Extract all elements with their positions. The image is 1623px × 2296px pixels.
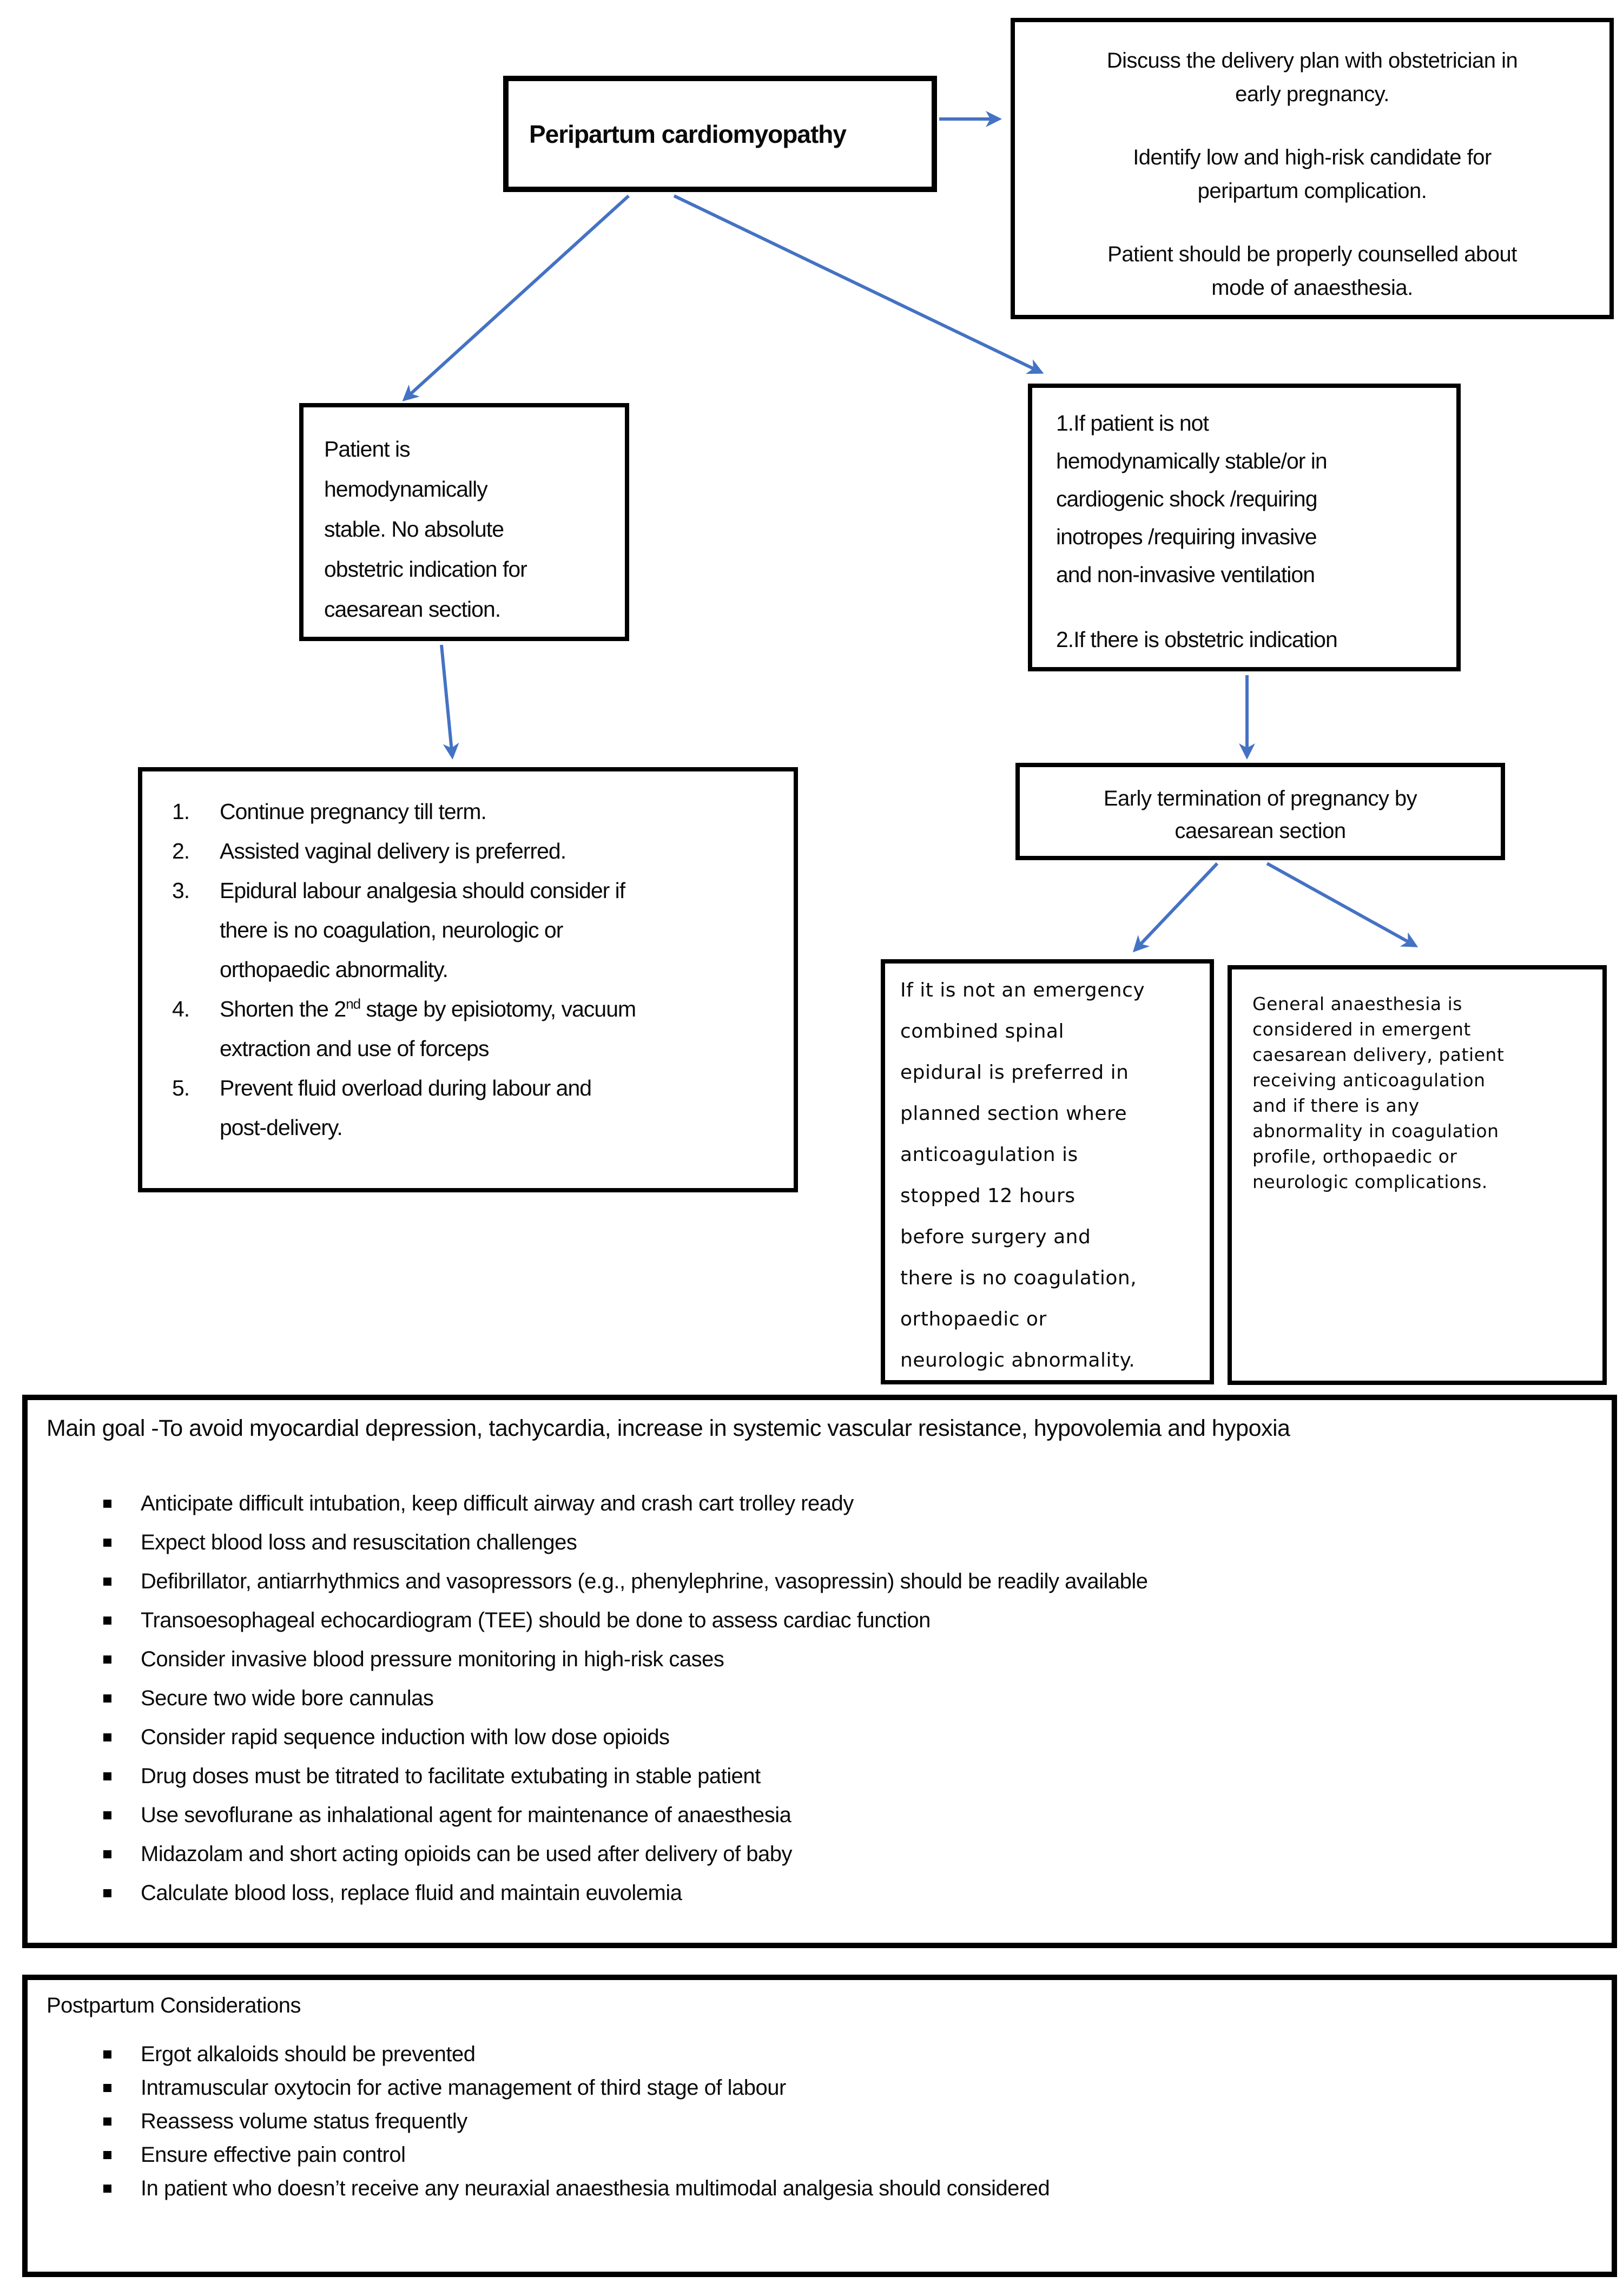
list-item-text: Shorten the 2nd stage by episiotomy, vac… <box>220 989 777 1068</box>
list-item-text: Continue pregnancy till term. <box>220 799 487 824</box>
square-bullet-icon <box>103 1694 111 1703</box>
list-item-text: Prevent fluid overload during labour and… <box>220 1076 592 1140</box>
bullet-item: Intramuscular oxytocin for active manage… <box>28 2076 1612 2100</box>
square-bullet-icon <box>103 2084 111 2092</box>
bullet-item: Calculate blood loss, replace fluid and … <box>28 1881 1612 1905</box>
bullet-item: Midazolam and short acting opioids can b… <box>28 1842 1612 1866</box>
list-item-number: 3. <box>172 878 190 903</box>
square-bullet-icon <box>103 2117 111 2126</box>
bullet-item: Consider rapid sequence induction with l… <box>28 1725 1612 1750</box>
list-item: 2. Assisted vaginal delivery is preferre… <box>172 832 777 871</box>
square-bullet-icon <box>103 1850 111 1858</box>
postpartum-panel: Postpartum Considerations Ergot alkaloid… <box>22 1975 1617 2277</box>
postpartum-heading: Postpartum Considerations <box>47 1994 301 2017</box>
bullet-item: Reassess volume status frequently <box>28 2109 1612 2134</box>
plan-paragraph: Patient should be properly counselled ab… <box>1107 242 1517 300</box>
list-item-text: Epidural labour analgesia should conside… <box>220 878 625 982</box>
main-goal-panel: Main goal -To avoid myocardial depressio… <box>22 1395 1617 1948</box>
unstable-item-2: 2.If there is obstetric indication <box>1056 627 1338 652</box>
list-item-number: 5. <box>172 1076 190 1100</box>
square-bullet-icon <box>103 1811 111 1819</box>
arrow-title-to-unstable <box>673 194 1044 374</box>
list-item-number: 4. <box>172 997 190 1021</box>
list-item: 3. Epidural labour analgesia should cons… <box>172 871 777 989</box>
square-bullet-icon <box>103 1655 111 1664</box>
square-bullet-icon <box>103 1772 111 1780</box>
main-goal-bullet-list: Anticipate difficult intubation, keep di… <box>28 1492 1612 1905</box>
list-item-line: extraction and use of forceps <box>220 1036 489 1061</box>
node-vaginal-delivery-plan: 1. Continue pregnancy till term. 2. Assi… <box>138 767 798 1192</box>
arrow-stable-to-vaginal-plan <box>440 644 459 760</box>
superscript-nd: nd <box>346 995 361 1012</box>
bullet-item: Secure two wide bore cannulas <box>28 1686 1612 1711</box>
postpartum-bullet-list: Ergot alkaloids should be prevented Intr… <box>28 2042 1612 2201</box>
arrow-termination-to-ga <box>1266 862 1419 947</box>
node-peripartum-cardiomyopathy: Peripartum cardiomyopathy <box>503 76 937 192</box>
list-item: 5. Prevent fluid overload during labour … <box>172 1068 777 1147</box>
bullet-item: Use sevoflurane as inhalational agent fo… <box>28 1803 1612 1827</box>
square-bullet-icon <box>103 2185 111 2193</box>
node-delivery-plan: Discuss the delivery plan with obstetric… <box>1011 18 1614 319</box>
square-bullet-icon <box>103 1578 111 1586</box>
square-bullet-icon <box>103 2151 111 2159</box>
node-title-label: Peripartum cardiomyopathy <box>529 120 847 148</box>
main-goal-heading: Main goal -To avoid myocardial depressio… <box>47 1415 1290 1441</box>
list-item-text: Assisted vaginal delivery is preferred. <box>220 839 566 863</box>
bullet-item: Ergot alkaloids should be prevented <box>28 2042 1612 2067</box>
square-bullet-icon <box>103 2050 111 2059</box>
bullet-item: Expect blood loss and resuscitation chal… <box>28 1530 1612 1555</box>
bullet-item: Anticipate difficult intubation, keep di… <box>28 1492 1612 1516</box>
square-bullet-icon <box>103 1733 111 1741</box>
square-bullet-icon <box>103 1889 111 1897</box>
arrow-title-to-stable <box>402 194 630 402</box>
list-item-line: Shorten the 2nd stage by episiotomy, vac… <box>220 995 636 1021</box>
bullet-item: Ensure effective pain control <box>28 2143 1612 2167</box>
bullet-item: Consider invasive blood pressure monitor… <box>28 1647 1612 1672</box>
list-item: 1. Continue pregnancy till term. <box>172 792 777 832</box>
bullet-item: Drug doses must be titrated to facilitat… <box>28 1764 1612 1789</box>
bullet-item: In patient who doesn’t receive any neura… <box>28 2176 1612 2201</box>
square-bullet-icon <box>103 1539 111 1547</box>
plan-paragraph: Discuss the delivery plan with obstetric… <box>1106 49 1518 106</box>
plan-paragraph: Identify low and high-risk candidate for… <box>1133 146 1492 203</box>
square-bullet-icon <box>103 1500 111 1508</box>
square-bullet-icon <box>103 1617 111 1625</box>
list-item: 4. Shorten the 2nd stage by episiotomy, … <box>172 989 777 1068</box>
bullet-item: Transoesophageal echocardiogram (TEE) sh… <box>28 1608 1612 1633</box>
bullet-item: Defibrillator, antiarrhythmics and vasop… <box>28 1569 1612 1594</box>
list-item-number: 1. <box>172 799 190 824</box>
list-item-number: 2. <box>172 839 190 863</box>
arrow-termination-to-cse <box>1132 862 1219 953</box>
